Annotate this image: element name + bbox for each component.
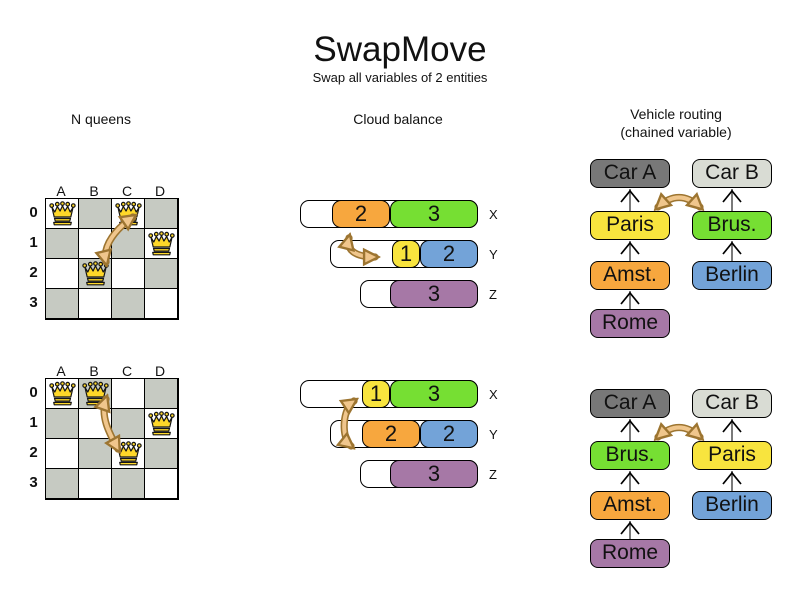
board-cell <box>79 469 112 499</box>
cloud-process-label: Z <box>489 287 497 302</box>
vehicle-node: Amst. <box>590 491 670 520</box>
cloud-block: 2 <box>420 420 478 448</box>
board-cell <box>46 289 79 319</box>
vehicle-node: Berlin <box>692 491 772 520</box>
board-row-label: 2 <box>29 264 38 281</box>
board-cell <box>46 409 79 439</box>
cloud-block: 2 <box>332 200 390 228</box>
chain-link-arrow-icon <box>722 419 742 441</box>
board-cell <box>145 259 178 289</box>
board-row-label: 0 <box>29 204 38 221</box>
nqueens-heading: N queens <box>71 111 131 127</box>
cloud-block: 3 <box>390 200 478 228</box>
board-cell <box>145 439 178 469</box>
chain-link-arrow-icon <box>620 521 640 539</box>
page-subtitle: Swap all variables of 2 entities <box>312 70 488 85</box>
board-column-label: A <box>56 183 67 199</box>
board-row-label: 1 <box>29 234 38 251</box>
queen-icon <box>48 201 77 228</box>
board-cell <box>46 439 79 469</box>
cloud-block: 3 <box>390 460 478 488</box>
board-cell <box>46 229 79 259</box>
vehicle-node: Amst. <box>590 261 670 290</box>
board-cell <box>145 199 178 229</box>
board-column-label: D <box>154 183 167 199</box>
cloud-process-label: X <box>489 207 498 222</box>
board-cell <box>112 469 145 499</box>
vehicle-node: Car B <box>692 389 772 418</box>
queen-icon <box>147 411 176 438</box>
chain-link-arrow-icon <box>722 471 742 491</box>
vehicle-node: Brus. <box>590 441 670 470</box>
vehicle-heading-line1: Vehicle routing <box>630 106 722 122</box>
board-cell <box>145 289 178 319</box>
vehicle-node: Berlin <box>692 261 772 290</box>
cloud-heading: Cloud balance <box>353 111 443 127</box>
cloud-block: 2 <box>420 240 478 268</box>
chain-link-arrow-icon <box>620 189 640 211</box>
chain-link-arrow-icon <box>620 419 640 441</box>
board-column-label: A <box>56 363 67 379</box>
vehicle-node: Paris <box>590 211 670 240</box>
cloud-block: 1 <box>392 240 420 268</box>
board-cell <box>145 469 178 499</box>
board-cell <box>112 289 145 319</box>
cloud-process-label: Y <box>489 247 498 262</box>
page-title: SwapMove <box>313 30 487 69</box>
chain-link-arrow-icon <box>722 241 742 261</box>
vehicle-node: Car A <box>590 159 670 188</box>
vehicle-node: Paris <box>692 441 772 470</box>
board-cell <box>79 289 112 319</box>
board-row-label: 0 <box>29 384 38 401</box>
vehicle-heading: Vehicle routing (chained variable) <box>576 105 776 141</box>
cloud-process-label: X <box>489 387 498 402</box>
board-column-label: D <box>154 363 167 379</box>
cloud-block: 3 <box>390 280 478 308</box>
vehicle-node: Car B <box>692 159 772 188</box>
vehicle-node: Rome <box>590 309 670 338</box>
board-cell <box>46 469 79 499</box>
board-column-label: B <box>89 183 100 199</box>
vehicle-node: Rome <box>590 539 670 568</box>
chain-link-arrow-icon <box>620 471 640 491</box>
vehicle-node: Brus. <box>692 211 772 240</box>
board-row-label: 3 <box>29 294 38 311</box>
vehicle-node: Car A <box>590 389 670 418</box>
chain-link-arrow-icon <box>620 241 640 261</box>
queen-icon <box>48 381 77 408</box>
cloud-block: 1 <box>362 380 390 408</box>
board-row-label: 1 <box>29 414 38 431</box>
board-row-label: 3 <box>29 474 38 491</box>
queen-icon <box>114 441 143 468</box>
cloud-process-label: Y <box>489 427 498 442</box>
cloud-block: 3 <box>390 380 478 408</box>
board-cell <box>145 379 178 409</box>
board-column-label: C <box>121 363 134 379</box>
chain-link-arrow-icon <box>722 189 742 211</box>
board-column-label: B <box>89 363 100 379</box>
chain-link-arrow-icon <box>620 291 640 309</box>
vehicle-heading-line2: (chained variable) <box>620 124 732 140</box>
board-row-label: 2 <box>29 444 38 461</box>
queen-icon <box>147 231 176 258</box>
board-column-label: C <box>121 183 134 199</box>
cloud-block: 2 <box>362 420 420 448</box>
cloud-process-label: Z <box>489 467 497 482</box>
board-cell <box>46 259 79 289</box>
